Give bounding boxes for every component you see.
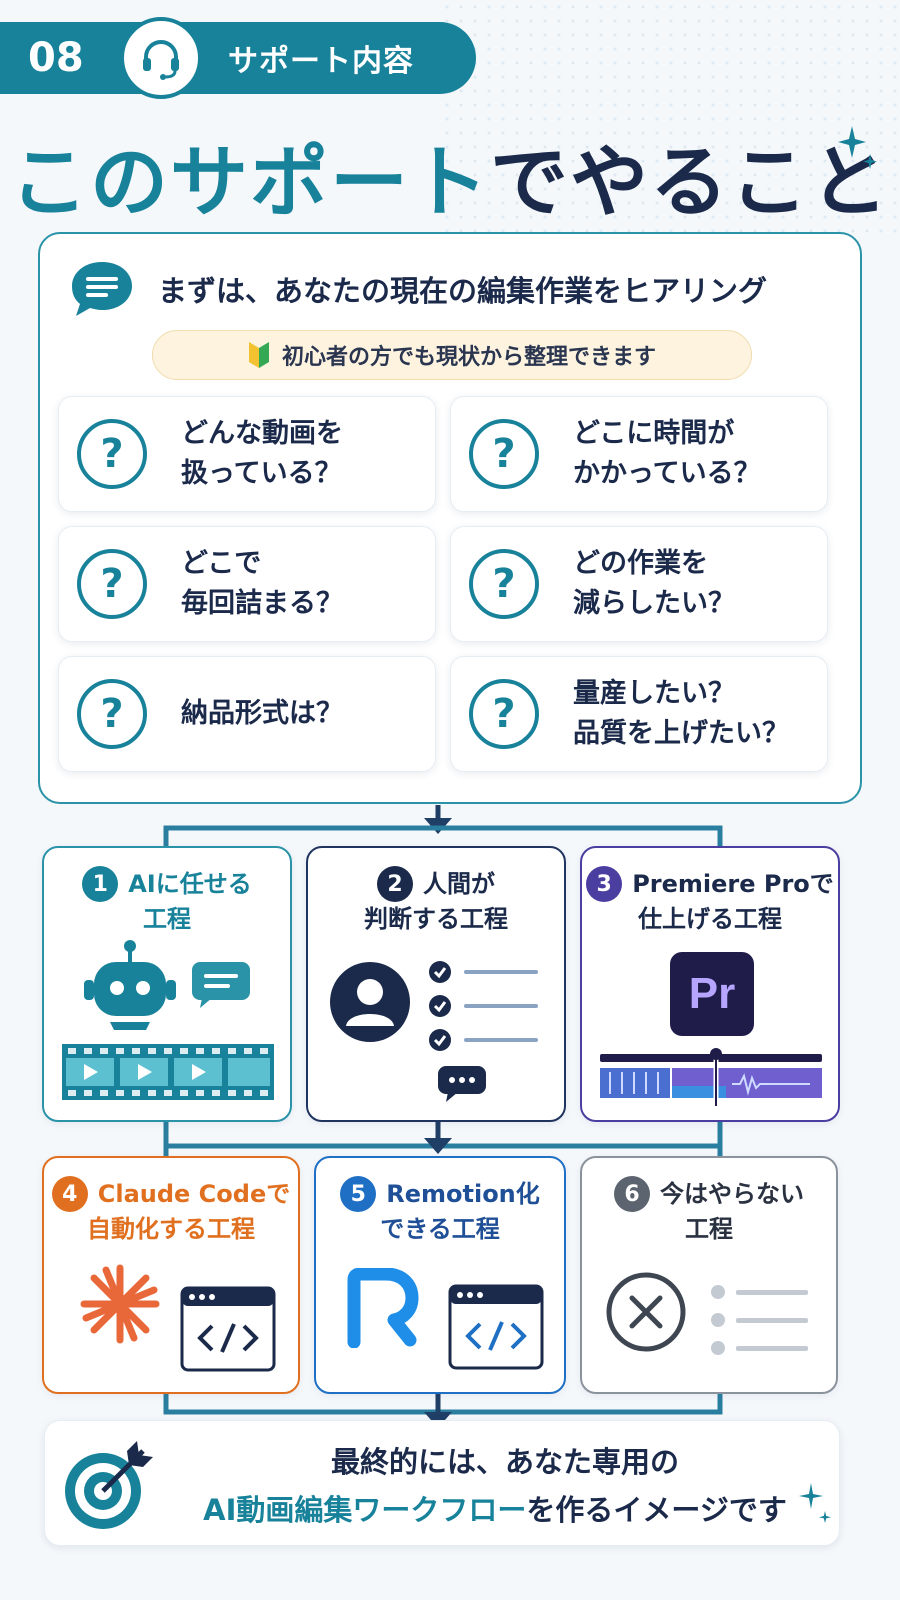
remotion-logo-icon xyxy=(347,1268,419,1348)
process-card-remotion: 5 Remotion化 できる工程 xyxy=(314,1156,566,1394)
comment-icon xyxy=(438,1066,486,1102)
process-title: AIに任せる xyxy=(128,870,252,898)
section-number: 08 xyxy=(28,35,84,81)
beginner-mark-icon xyxy=(248,342,269,368)
process-title: 工程 xyxy=(685,1215,733,1243)
title-rest: でやること xyxy=(490,138,891,228)
process-number: 1 xyxy=(82,866,119,902)
page-title: このサポートでやること xyxy=(0,120,900,232)
question-card: ? どんな動画を扱っている？ xyxy=(58,396,436,512)
process-number: 6 xyxy=(614,1176,650,1212)
process-card-human: 2 人間が 判断する工程 xyxy=(306,846,566,1122)
final-line1: 最終的には、あなた専用の xyxy=(330,1445,679,1479)
question-text: 納品形式は？ xyxy=(181,698,343,729)
question-text: 量産したい？品質を上げたい？ xyxy=(573,678,789,749)
beginner-text: 初心者の方でも現状から整理できます xyxy=(281,345,656,370)
process-number: 2 xyxy=(377,866,413,902)
process-title: 仕上げる工程 xyxy=(638,905,782,933)
question-card: ? どの作業を減らしたい？ xyxy=(450,526,828,642)
premiere-logo-icon: Pr xyxy=(670,952,754,1036)
hearing-heading: まずは、あなたの現在の編集作業をヒアリング xyxy=(158,274,768,308)
question-icon: ? xyxy=(77,549,147,619)
process-card-not-now: 6 今はやらない 工程 xyxy=(580,1156,838,1394)
question-card: ? 量産したい？品質を上げたい？ xyxy=(450,656,828,772)
background-dots xyxy=(440,0,900,240)
process-title: Remotion化 xyxy=(386,1180,540,1208)
process-title: Claude Codeで xyxy=(97,1180,291,1208)
title-highlight: このサポート xyxy=(9,138,490,228)
section-badge: 08 サポート内容 xyxy=(0,17,476,99)
process-title: 人間が xyxy=(423,870,495,898)
process-title: Premiere Proで xyxy=(632,870,834,898)
question-card: ? 納品形式は？ xyxy=(58,656,436,772)
checklist-icon xyxy=(429,961,538,1051)
process-title: 自動化する工程 xyxy=(87,1215,255,1243)
sparkle-icon xyxy=(799,1483,831,1523)
question-icon: ? xyxy=(77,679,147,749)
question-card: ? どこに時間がかかっている？ xyxy=(450,396,828,512)
process-title: 判断する工程 xyxy=(364,905,508,933)
code-window-icon xyxy=(180,1286,276,1372)
target-icon xyxy=(65,1441,153,1529)
process-title: 今はやらない xyxy=(660,1180,804,1208)
final-highlight: AI動画編集ワークフロー xyxy=(203,1493,527,1527)
process-number: 5 xyxy=(340,1176,377,1212)
sparkle-icon xyxy=(838,126,877,169)
close-circle-icon xyxy=(606,1272,686,1352)
question-text: どこで毎回詰まる？ xyxy=(181,548,343,619)
process-title: 工程 xyxy=(143,905,191,933)
user-avatar-icon xyxy=(330,962,410,1042)
question-text: どこに時間がかかっている？ xyxy=(573,418,761,489)
hearing-header: まずは、あなたの現在の編集作業をヒアリング xyxy=(68,258,767,320)
hearing-panel: まずは、あなたの現在の編集作業をヒアリング 初心者の方でも現状から整理できます … xyxy=(38,232,862,804)
section-label: サポート内容 xyxy=(228,44,414,79)
code-window-icon xyxy=(448,1284,544,1370)
chat-bubble-icon xyxy=(192,962,250,1008)
final-line2: AI動画編集ワークフローを作るイメージです xyxy=(155,1487,835,1529)
list-icon xyxy=(711,1285,808,1355)
question-icon: ? xyxy=(469,419,539,489)
question-card: ? どこで毎回詰まる？ xyxy=(58,526,436,642)
question-text: どの作業を減らしたい？ xyxy=(573,548,735,619)
question-icon: ? xyxy=(469,679,539,749)
question-icon: ? xyxy=(77,419,147,489)
question-text: どんな動画を扱っている？ xyxy=(181,418,343,489)
process-title: できる工程 xyxy=(380,1215,500,1243)
robot-icon xyxy=(84,940,176,1030)
process-card-ai: 1 AIに任せる 工程 xyxy=(42,846,292,1122)
process-card-claude-code: 4 Claude Codeで 自動化する工程 xyxy=(42,1156,300,1394)
final-banner: 最終的には、あなた専用の AI動画編集ワークフローを作るイメージです xyxy=(44,1420,840,1546)
chat-bubble-icon xyxy=(72,262,132,316)
beginner-note: 初心者の方でも現状から整理できます xyxy=(152,330,752,380)
process-number: 3 xyxy=(586,866,623,902)
process-card-premiere: 3 Premiere Proで 仕上げる工程 Pr xyxy=(580,846,840,1122)
headset-icon xyxy=(120,17,202,99)
timeline-icon xyxy=(600,1048,822,1106)
process-number: 4 xyxy=(51,1176,88,1212)
question-icon: ? xyxy=(469,549,539,619)
claude-star-icon xyxy=(80,1264,160,1344)
final-rest: を作るイメージです xyxy=(526,1493,787,1527)
film-strip-icon xyxy=(62,1044,274,1100)
